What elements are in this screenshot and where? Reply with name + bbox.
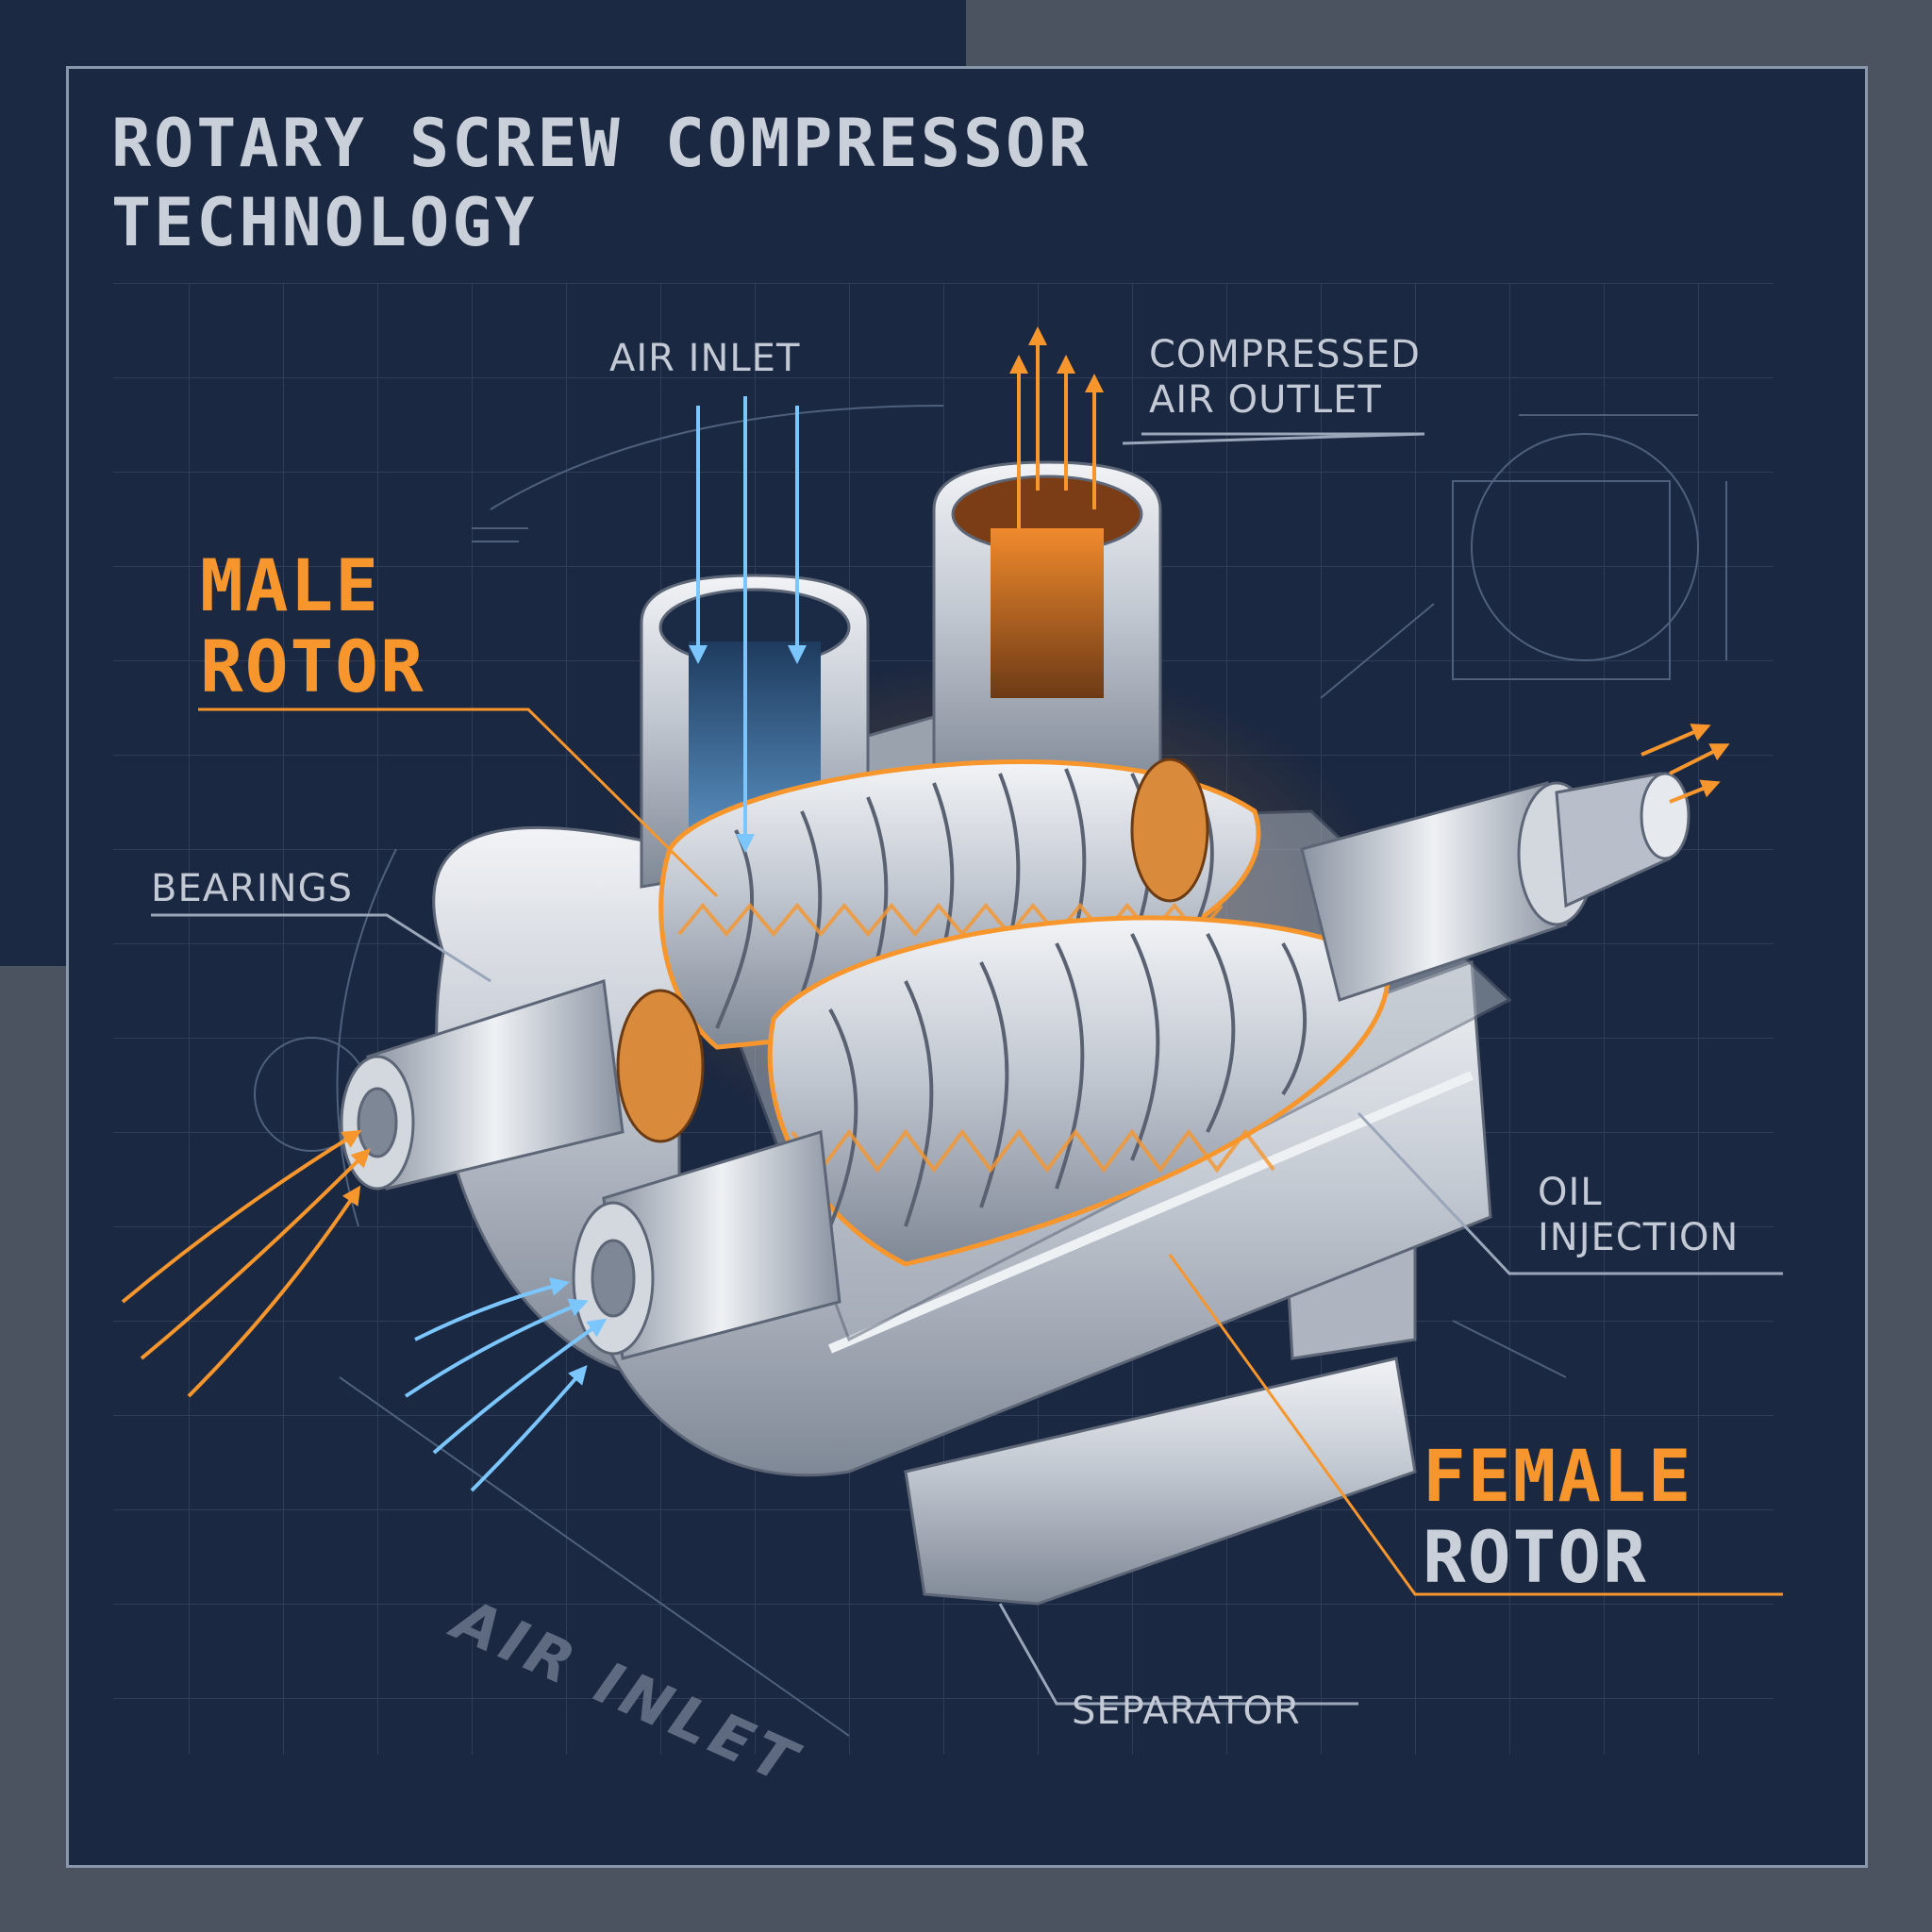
female-rotor-line-2: ROTOR — [1423, 1515, 1648, 1599]
female-rotor-line-1: FEMALE — [1423, 1434, 1693, 1518]
label-air-inlet-top: AIR INLET — [609, 337, 801, 380]
title-line-1: ROTARY SCREW COMPRESSOR — [111, 105, 1091, 182]
label-female-rotor: FEMALE ROTOR — [1423, 1436, 1693, 1598]
male-rotor-line-2: ROTOR — [200, 625, 425, 708]
label-compressed-line-2: AIR OUTLET — [1149, 378, 1382, 422]
male-rotor-line-1: MALE — [200, 543, 381, 627]
oil-injection-line-1: OIL — [1538, 1171, 1603, 1214]
label-separator: SEPARATOR — [1072, 1690, 1301, 1733]
diagram-title: ROTARY SCREW COMPRESSOR TECHNOLOGY — [111, 104, 1091, 262]
label-compressed-line-1: COMPRESSED — [1149, 333, 1421, 376]
label-compressed-air-outlet: COMPRESSED AIR OUTLET — [1149, 332, 1421, 423]
label-bearings: BEARINGS — [151, 867, 353, 910]
label-oil-injection: OIL INJECTION — [1538, 1170, 1739, 1260]
oil-injection-line-2: INJECTION — [1538, 1216, 1740, 1259]
title-line-2: TECHNOLOGY — [111, 184, 538, 261]
label-male-rotor: MALE ROTOR — [200, 545, 425, 708]
